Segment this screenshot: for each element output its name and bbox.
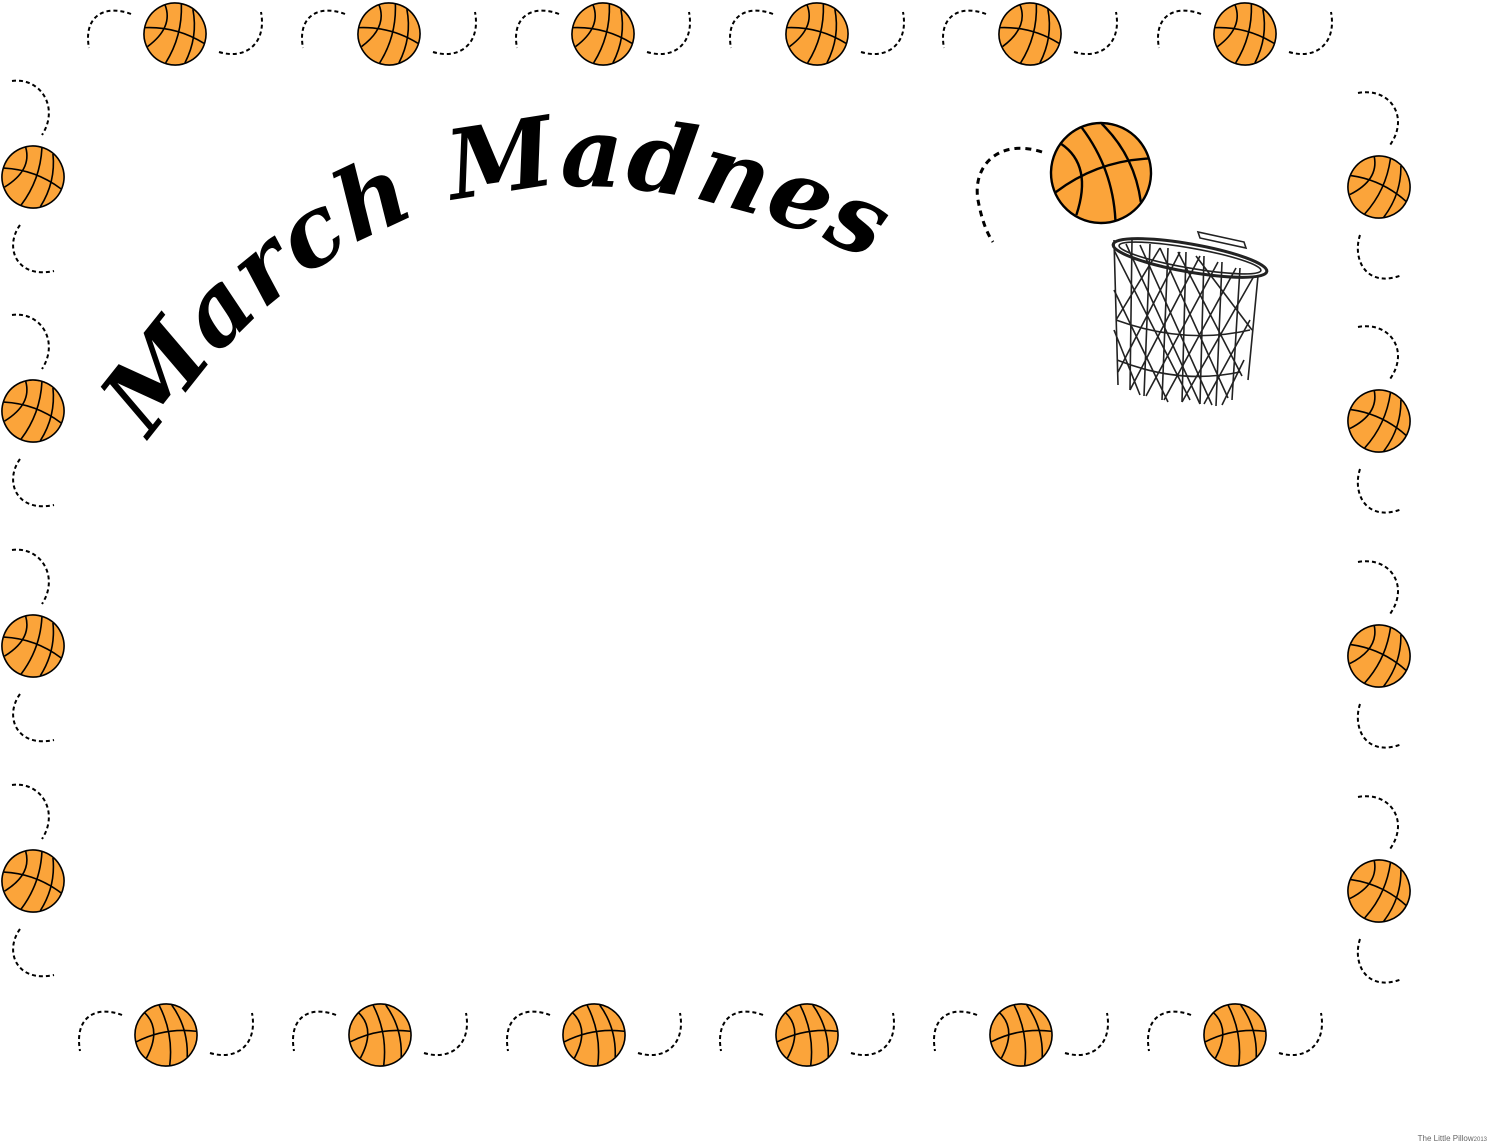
basketball-icon <box>989 1003 1053 1067</box>
credit-year: 2013 <box>1473 1137 1487 1143</box>
title-group: March Madness <box>0 0 909 456</box>
dashed-swirl-trail <box>1356 938 1403 984</box>
basketball-icon <box>348 1003 412 1067</box>
basketball-icon <box>1347 859 1411 923</box>
basketball-icon <box>143 2 207 66</box>
dashed-swirl-trail <box>1157 9 1202 49</box>
dashed-swirl-trail <box>87 9 132 49</box>
dashed-swirl-trail <box>515 9 560 49</box>
hero-basketball-shape <box>1049 121 1153 225</box>
dashed-swirl-trail <box>1073 11 1118 55</box>
dashed-swirl-trail <box>942 9 987 49</box>
dashed-swirl-trail <box>12 224 55 274</box>
dashed-swirl-trail <box>860 11 905 55</box>
dashed-swirl-trail <box>719 1010 764 1052</box>
dashed-swirl-trail <box>1356 234 1403 280</box>
credit-name: The Little Pillow <box>1417 1134 1474 1143</box>
dashed-swirl-trail <box>1278 1012 1323 1056</box>
basketball-icon <box>775 1003 839 1067</box>
page-title-path: March Madness <box>0 0 907 456</box>
basketball-icon <box>1 379 65 443</box>
hoop-group <box>975 121 1269 407</box>
basketball-icon <box>1213 2 1277 66</box>
dashed-swirl-trail <box>1288 11 1333 55</box>
dashed-swirl-trail <box>1357 325 1400 380</box>
dashed-swirl-trail <box>637 1012 682 1056</box>
dashed-swirl-trail <box>301 9 346 49</box>
dashed-swirl-trail <box>933 1010 978 1052</box>
credit-line: The Little Pillow2013 <box>1418 1134 1487 1143</box>
dashed-swirl-trail <box>1357 91 1400 146</box>
basketball-icon <box>785 2 849 66</box>
basketball-icon <box>357 2 421 66</box>
dashed-swirl-trail <box>209 1012 254 1056</box>
basketball-icon <box>571 2 635 66</box>
dashed-swirl-trail <box>1147 1010 1192 1052</box>
dashed-swirl-trail <box>1356 703 1403 749</box>
basketball-border <box>1 2 1411 1067</box>
dashed-swirl-trail <box>850 1012 895 1056</box>
dashed-swirl-trail <box>78 1010 123 1052</box>
dashed-swirl-trail <box>11 783 50 840</box>
basketball-icon <box>1347 389 1411 453</box>
dashed-swirl-trail <box>12 458 55 508</box>
basketball-hoop-icon <box>1111 230 1269 407</box>
dashed-swirl-trail <box>423 1012 468 1056</box>
dashed-swirl-trail <box>432 11 477 55</box>
dashed-swirl-trail <box>11 79 50 136</box>
basketball-icon <box>1 614 65 678</box>
dashed-swirl-trail <box>12 693 55 743</box>
dashed-swirl-trail <box>646 11 691 55</box>
dashed-swirl-trail <box>292 1010 337 1052</box>
dashed-swirl-trail <box>12 928 55 978</box>
basketball-icon <box>1347 624 1411 688</box>
dashed-swirl-trail <box>506 1010 551 1052</box>
basketball-icon <box>1 849 65 913</box>
dashed-swirl-trail <box>1357 560 1400 615</box>
dashed-swirl-trail <box>218 11 263 55</box>
basketball-icon <box>1347 155 1411 219</box>
dashed-swirl-trail <box>1357 795 1400 850</box>
basketball-icon <box>562 1003 626 1067</box>
basketball-icon <box>134 1003 198 1067</box>
dashed-swirl-trail <box>1064 1012 1109 1056</box>
dashed-swirl-trail <box>729 9 774 49</box>
dashed-swirl-trail <box>11 313 50 370</box>
dashed-swirl-trail <box>1356 468 1403 514</box>
page-title: March Madness <box>0 0 909 456</box>
shot-trail <box>975 146 1043 243</box>
dashed-swirl-trail <box>11 548 50 605</box>
basketball-icon <box>1203 1003 1267 1067</box>
basketball-icon <box>1 145 65 209</box>
basketball-icon <box>998 2 1062 66</box>
hero-basketball-icon <box>1049 121 1153 225</box>
